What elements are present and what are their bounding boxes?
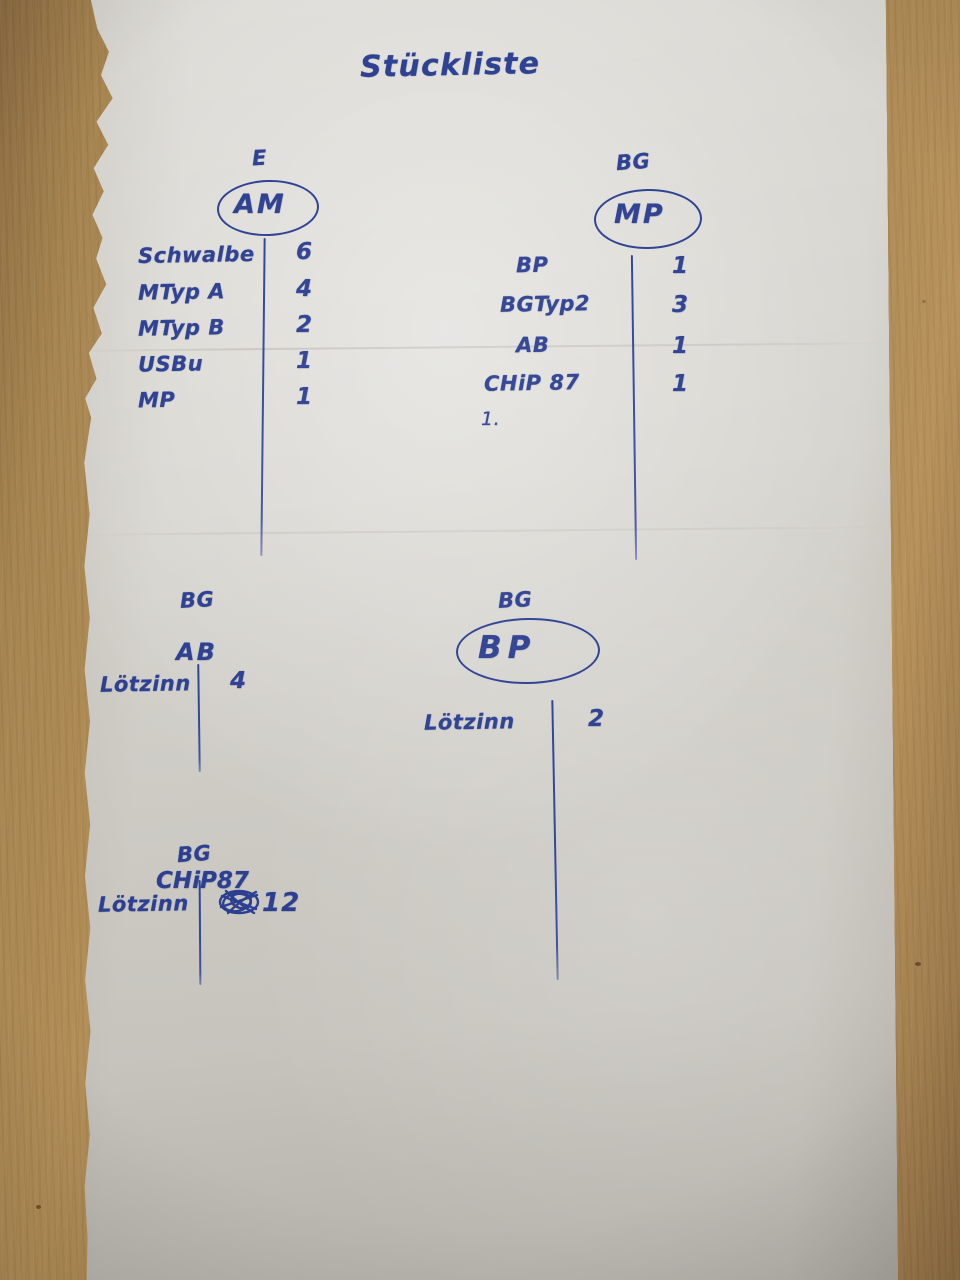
block-mp-row-2-part: AB — [515, 332, 550, 358]
block-bp-row-0-qty: 2 — [588, 706, 605, 732]
block-ab-row-0-part: Lötzinn — [99, 671, 191, 697]
block-mp-row-1-part: BGTyp2 — [499, 291, 591, 317]
block-am-row-0-part: Schwalbe — [137, 241, 255, 269]
scribbled-out-number — [216, 885, 264, 919]
block-am-row-0-qty: 6 — [296, 239, 313, 265]
block-am-row-1-qty: 4 — [296, 276, 313, 302]
block-bp-node-label: BP — [478, 630, 537, 666]
block-mp-row-1-qty: 3 — [672, 292, 689, 318]
block-am-tag: E — [251, 145, 268, 171]
page-title: Stückliste — [359, 46, 541, 85]
block-am-row-3-part: USBu — [137, 351, 204, 377]
block-am-row-3-qty: 1 — [296, 348, 313, 374]
block-am-row-2-part: MTyp B — [137, 315, 225, 341]
wood-speck — [915, 962, 921, 966]
block-mp-row-2-qty: 1 — [672, 333, 689, 359]
block-am-node-label: AM — [234, 189, 286, 220]
block-mp-row-0-part: BP — [515, 252, 549, 278]
block-chip87-row-0-part: Lötzinn — [97, 891, 189, 917]
wood-speck — [922, 300, 926, 303]
wood-speck — [36, 1205, 41, 1209]
block-am-row-4-qty: 1 — [296, 384, 313, 410]
block-mp-row-3-qty: 1 — [672, 371, 689, 397]
block-ab-tag: BG — [179, 587, 215, 613]
block-mp-row-3-part: CHiP 87 — [483, 370, 580, 396]
block-am-row-1-part: MTyp A — [137, 279, 226, 305]
block-mp-node-label: MP — [614, 199, 665, 230]
block-ab-row-0-qty: 4 — [230, 668, 247, 694]
block-am-row-2-qty: 2 — [296, 312, 313, 338]
block-chip87-row-0-qty: 12 — [262, 888, 301, 918]
block-mp-row-0-qty: 1 — [672, 253, 689, 279]
block-mp-trailing-mark: 1. — [481, 408, 501, 430]
block-chip87-node-label: CHiP87 — [156, 868, 249, 894]
block-mp-tag: BG — [615, 148, 652, 176]
block-bp-tag: BG — [497, 587, 533, 613]
block-bp-row-0-part: Lötzinn — [423, 709, 515, 735]
block-am-row-4-part: MP — [137, 387, 176, 413]
block-chip87-tag: BG — [176, 840, 213, 868]
block-ab-node-label: AB — [176, 638, 217, 666]
